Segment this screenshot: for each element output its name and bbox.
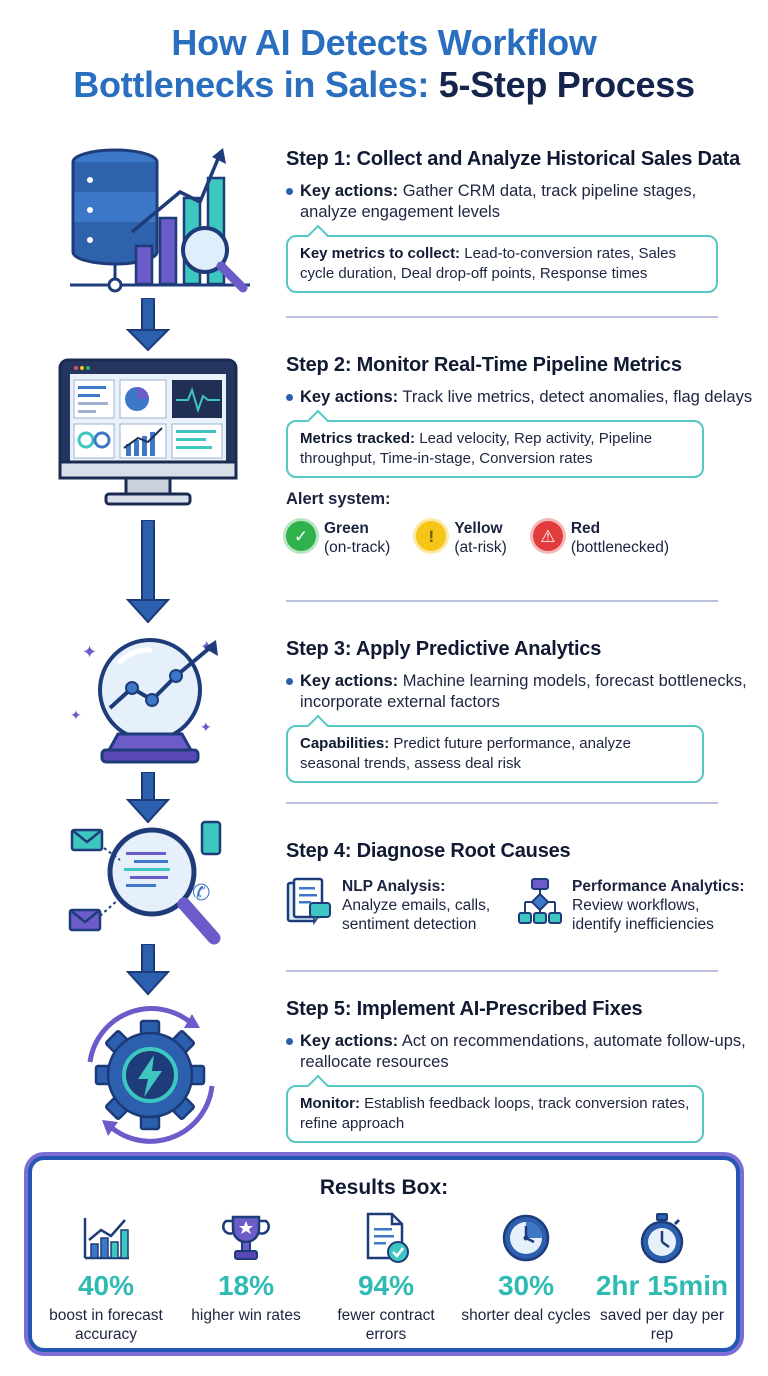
magnifier-analysis-icon: ✆: [40, 818, 260, 950]
trophy-icon: [178, 1212, 314, 1264]
svg-text:✦: ✦: [82, 642, 97, 663]
divider: [286, 316, 718, 318]
step-title: Step 1: Collect and Analyze Historical S…: [286, 148, 741, 170]
step-title: Step 4: Diagnose Root Causes: [286, 840, 571, 862]
stat-time-saved: 2hr 15min saved per day per rep: [588, 1212, 736, 1344]
gear-lightning-icon: [40, 1000, 260, 1150]
key-actions: Key actions: Track live metrics, detect …: [286, 387, 756, 408]
key-actions: Key actions: Machine learning models, fo…: [286, 671, 756, 713]
check-icon: ✓: [286, 521, 316, 551]
divider: [286, 600, 718, 602]
metrics-box: Key metrics to collect: Lead-to-conversi…: [286, 235, 718, 293]
metrics-box: Metrics tracked: Lead velocity, Rep acti…: [286, 420, 704, 478]
capabilities-box: Capabilities: Predict future performance…: [286, 725, 704, 783]
performance-analytics: Performance Analytics:Review workflows, …: [518, 877, 752, 934]
step-title: Step 3: Apply Predictive Analytics: [286, 638, 602, 660]
stat-deal-cycles: 30% shorter deal cycles: [458, 1212, 594, 1325]
flowchart-icon: [518, 877, 562, 934]
svg-text:✆: ✆: [192, 881, 210, 906]
step-5: Step 5: Implement AI-Prescribed Fixes Ke…: [286, 998, 756, 1143]
alert-yellow: ! Yellow(at-risk): [416, 519, 507, 557]
down-arrow-icon: [124, 519, 172, 624]
stopwatch-icon: [588, 1212, 736, 1264]
step-4: Step 4: Diagnose Root Causes NLP Analysi…: [286, 840, 756, 934]
step-2: Step 2: Monitor Real-Time Pipeline Metri…: [286, 354, 756, 557]
key-actions: Key actions: Act on recommendations, aut…: [286, 1031, 756, 1073]
bar-chart-icon: [38, 1212, 174, 1264]
down-arrow-icon: [124, 771, 172, 824]
monitor-box: Monitor: Establish feedback loops, track…: [286, 1085, 704, 1143]
nlp-analysis: NLP Analysis:Analyze emails, calls, sent…: [286, 877, 498, 934]
svg-text:✦: ✦: [70, 708, 82, 724]
stat-contract-errors: 94% fewer contract errors: [318, 1212, 454, 1344]
down-arrow-icon: [124, 297, 172, 352]
clock-icon: [458, 1212, 594, 1264]
divider: [286, 970, 718, 972]
step-title: Step 5: Implement AI-Prescribed Fixes: [286, 998, 643, 1020]
database-chart-icon: [40, 140, 260, 300]
stat-win-rates: 18% higher win rates: [178, 1212, 314, 1325]
results-box: Results Box: 40% boost in forecast accur…: [28, 1156, 740, 1352]
step-title: Step 2: Monitor Real-Time Pipeline Metri…: [286, 354, 682, 376]
diagnosis-methods: NLP Analysis:Analyze emails, calls, sent…: [286, 877, 756, 934]
monitor-dashboard-icon: [40, 356, 260, 512]
down-arrow-icon: [124, 943, 172, 996]
warning-icon: ⚠: [532, 521, 563, 551]
alert-green: ✓ Green(on-track): [286, 519, 390, 557]
results-title: Results Box:: [319, 1176, 449, 1199]
alert-red: ⚠ Red(bottlenecked): [532, 519, 669, 557]
svg-text:✦: ✦: [200, 720, 212, 736]
step-3: Step 3: Apply Predictive Analytics Key a…: [286, 638, 756, 783]
alert-legend: ✓ Green(on-track) ! Yellow(at-risk) ⚠ Re…: [286, 519, 756, 557]
document-check-icon: [318, 1212, 454, 1264]
divider: [286, 802, 718, 804]
crystal-ball-icon: ✦ ✦ ✦ ✦: [40, 628, 260, 768]
step-1: Step 1: Collect and Analyze Historical S…: [286, 148, 756, 293]
stat-forecast-accuracy: 40% boost in forecast accuracy: [38, 1212, 174, 1344]
page-title: How AI Detects Workflow Bottlenecks in S…: [73, 22, 695, 105]
alert-system-title: Alert system:: [286, 490, 391, 508]
exclamation-icon: !: [416, 521, 447, 551]
key-actions: Key actions: Gather CRM data, track pipe…: [286, 181, 756, 223]
documents-icon: [286, 877, 332, 934]
